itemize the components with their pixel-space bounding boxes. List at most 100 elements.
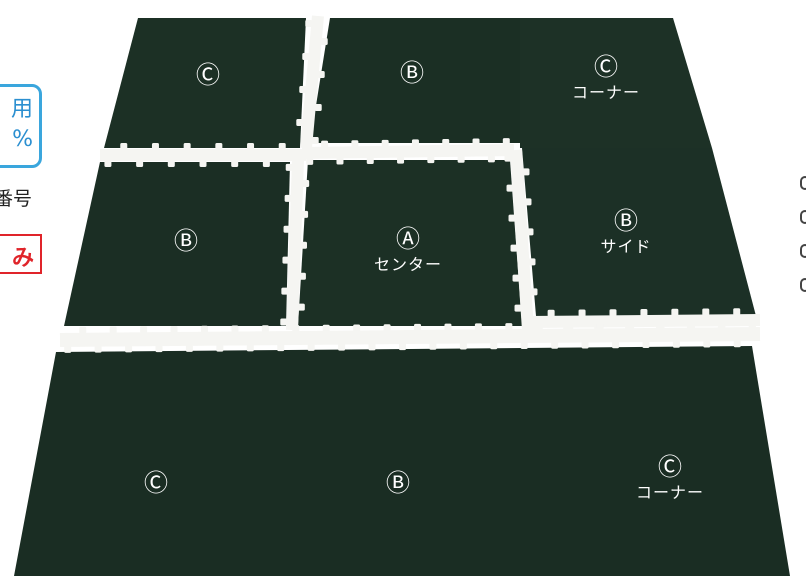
joint-strip	[100, 149, 306, 161]
joint-tooth	[673, 341, 680, 348]
tile-label-top-right: Ⓒ コーナー	[572, 54, 640, 102]
tile-letter: Ⓐ	[374, 226, 442, 254]
joint-tooth	[522, 168, 529, 175]
joint-tooth	[285, 195, 292, 202]
joint-tooth	[231, 326, 238, 333]
joint-tooth	[458, 156, 465, 163]
joint-tooth	[460, 343, 467, 350]
joint-tooth	[140, 326, 147, 333]
joint-tooth	[503, 138, 510, 145]
tile-letter: Ⓑ	[174, 228, 198, 256]
joint-tooth	[444, 324, 451, 331]
tile-letter: Ⓒ	[144, 470, 168, 498]
joint-tooth	[201, 326, 208, 333]
joint-tooth	[321, 38, 328, 45]
tile-subtitle: センター	[374, 256, 442, 274]
joint-tooth	[318, 71, 325, 78]
joint-tooth	[505, 323, 512, 330]
joint-tooth	[642, 341, 649, 348]
joint-tooth	[306, 158, 313, 165]
joint-tooth	[301, 211, 308, 218]
joint-tooth	[488, 155, 495, 162]
joint-tooth	[299, 86, 306, 93]
joint-tooth	[296, 119, 303, 126]
joint-tooth	[429, 343, 436, 350]
usage-badge-line1: 用	[11, 91, 33, 123]
joint-tooth	[312, 137, 319, 144]
joint-tooth	[184, 143, 191, 150]
red-badge: み	[0, 234, 42, 274]
joint-tooth	[338, 344, 345, 351]
joint-tooth	[718, 321, 725, 328]
joint-tooth	[548, 310, 555, 317]
joint-tooth	[526, 228, 533, 235]
joint-tooth	[315, 104, 322, 111]
tile-subtitle: コーナー	[636, 484, 704, 502]
joint-tooth	[509, 215, 516, 222]
joint-tooth	[524, 198, 531, 205]
tile-letter: Ⓑ	[400, 60, 424, 88]
joint-tooth	[473, 139, 480, 146]
joint-tooth	[475, 323, 482, 330]
joint-tooth	[302, 180, 309, 187]
joint-tooth	[367, 157, 374, 164]
joint-tooth	[528, 258, 535, 265]
joint-tooth	[277, 344, 284, 351]
joint-tooth	[733, 308, 740, 315]
joint-tooth	[120, 143, 127, 150]
joint-tooth	[640, 309, 647, 316]
joint-tooth	[515, 305, 522, 312]
joint-tooth	[688, 322, 695, 329]
usage-badge-line2: %	[12, 127, 33, 152]
joint-tooth	[351, 140, 358, 147]
joint-tooth	[353, 324, 360, 331]
joint-tooth	[551, 342, 558, 349]
joint-tooth	[511, 245, 518, 252]
joint-tooth	[702, 308, 709, 315]
joint-tooth	[442, 139, 449, 146]
joint-tooth	[397, 157, 404, 164]
joint-tooth	[168, 160, 175, 167]
joint-tooth	[155, 345, 162, 352]
joint-tooth	[414, 324, 421, 331]
joint-tooth	[597, 322, 604, 329]
joint-tooth	[79, 327, 86, 334]
joint-tooth	[280, 318, 287, 325]
joint-tooth	[247, 344, 254, 351]
joint-tooth	[299, 273, 306, 280]
tile-label-bottom-mid: Ⓑ	[386, 470, 410, 498]
joint-tooth	[734, 340, 741, 347]
joint-tooth	[286, 164, 293, 171]
joint-tooth	[412, 139, 419, 146]
tile-subtitle: コーナー	[572, 84, 640, 102]
right-edge-marks	[800, 176, 806, 326]
joint-tooth	[369, 343, 376, 350]
joint-tooth	[658, 322, 665, 329]
tile-letter: Ⓑ	[386, 470, 410, 498]
number-caption: 番号	[0, 184, 32, 211]
joint-tooth	[321, 141, 328, 148]
joint-tooth	[298, 304, 305, 311]
tile-label-mid-right: Ⓑ サイド	[600, 208, 651, 256]
joint-tooth	[536, 323, 543, 330]
tile-label-top-left: Ⓒ	[196, 62, 220, 90]
tile-label-bottom-left: Ⓒ	[144, 470, 168, 498]
tile-letter: Ⓒ	[636, 454, 704, 482]
joint-tooth	[382, 140, 389, 147]
joint-tooth	[399, 343, 406, 350]
joint-tooth	[200, 160, 207, 167]
tile-label-top-middle: Ⓑ	[400, 60, 424, 88]
joint-tooth	[152, 143, 159, 150]
joint-tooth	[521, 342, 528, 349]
joint-tooth	[505, 155, 512, 162]
joint-tooth	[323, 325, 330, 332]
tile-label-center: Ⓐ センター	[374, 226, 442, 274]
joint-tooth	[507, 185, 514, 192]
joint-tooth	[671, 309, 678, 316]
joint-tooth	[284, 226, 291, 233]
joint-tooth	[308, 344, 315, 351]
joint-tooth	[136, 160, 143, 167]
tile-letter: Ⓒ	[196, 62, 220, 90]
joint-tooth	[582, 341, 589, 348]
